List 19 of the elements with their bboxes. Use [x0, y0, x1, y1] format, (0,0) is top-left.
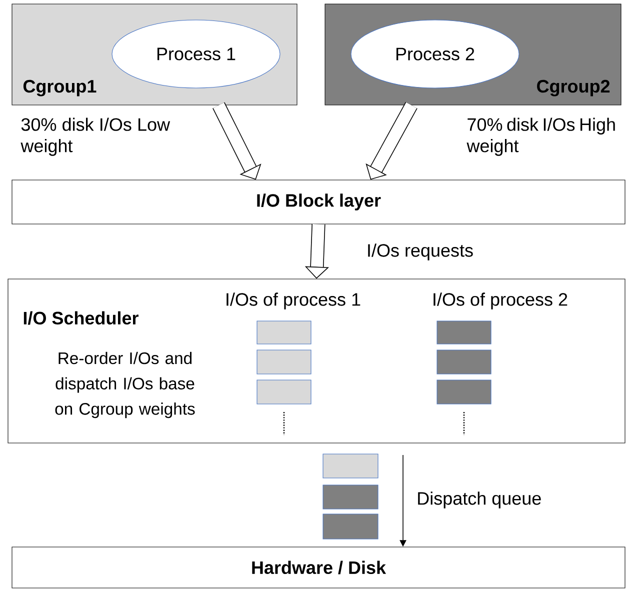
- queue-item: [436, 380, 492, 404]
- edge-label: Dispatch queue: [415, 490, 544, 510]
- queue-item: [322, 484, 378, 510]
- queue-item: [436, 350, 492, 374]
- queue-item: [436, 320, 492, 344]
- note-text: 70% disk I/Os High weight: [466, 118, 615, 156]
- note-text: 30% disk I/Os Low weight: [20, 118, 170, 156]
- layer-box: I/O Block layer: [12, 180, 626, 224]
- queue-item: [256, 320, 312, 344]
- block-arrow: [212, 102, 262, 180]
- edge-label: I/Os requests: [365, 242, 475, 262]
- column-heading: I/Os of process 1: [226, 292, 360, 310]
- column-heading: I/Os of process 2: [434, 292, 568, 310]
- block-arrow: [366, 102, 418, 180]
- layer-box: Hardware / Disk: [12, 546, 626, 588]
- queue-item: [322, 514, 378, 540]
- queue-item: [322, 454, 378, 478]
- queue-item: [256, 380, 312, 404]
- queue-item: [256, 350, 312, 374]
